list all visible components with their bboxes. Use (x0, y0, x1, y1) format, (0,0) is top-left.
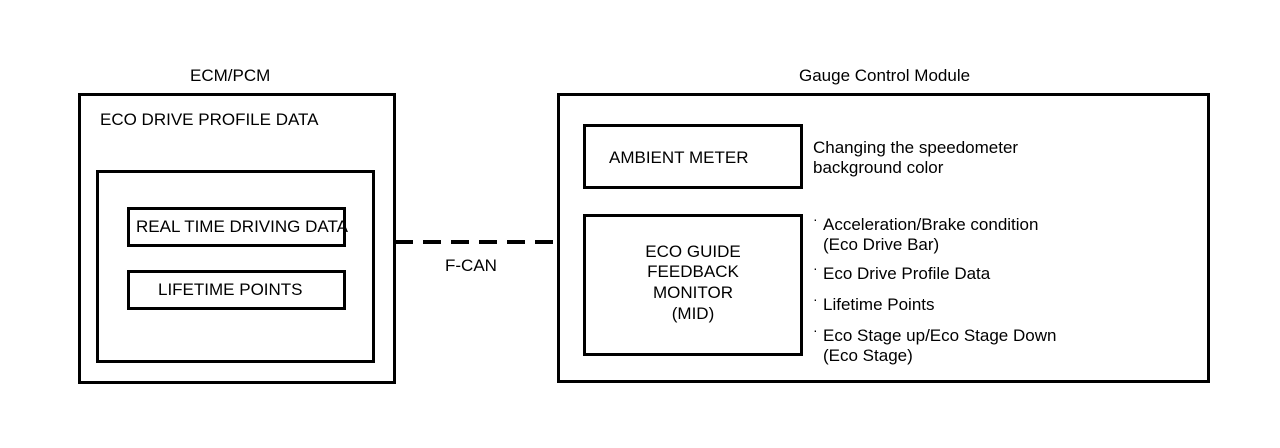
ambient-meter-label: AMBIENT METER (609, 148, 749, 167)
bullet-mark: · (813, 291, 818, 307)
feature-item-eco-stage: · Eco Stage up/Eco Stage Down (813, 322, 1057, 346)
feature-line1: Lifetime Points (823, 295, 935, 314)
real-time-driving-data-label: REAL TIME DRIVING DATA (136, 217, 348, 236)
bullet-mark: · (813, 260, 818, 276)
gcm-title: Gauge Control Module (799, 66, 971, 85)
f-can-connector-line (395, 240, 560, 244)
ambient-desc-line2: background color (813, 158, 944, 177)
feature-line1: Acceleration/Brake condition (823, 215, 1039, 234)
feature-item-eco-stage-sub: (Eco Stage) (823, 346, 913, 366)
real-time-driving-data-box (127, 207, 346, 247)
ambient-meter-box (583, 124, 803, 189)
bullet-mark: · (813, 211, 818, 227)
feature-item-acceleration-sub: (Eco Drive Bar) (823, 235, 939, 255)
feature-item-acceleration: · Acceleration/Brake condition (813, 211, 1039, 235)
feature-line2: (Eco Drive Bar) (823, 235, 940, 254)
mid-line1: ECO GUIDE (645, 242, 741, 261)
eco-drive-profile-inner-box (96, 170, 375, 363)
mid-line2: FEEDBACK (647, 262, 739, 281)
feature-line1: Eco Drive Profile Data (823, 264, 991, 283)
feature-item-eco-drive-profile: · Eco Drive Profile Data (813, 260, 991, 284)
lifetime-points-box (127, 270, 346, 310)
feature-line2: (Eco Stage) (823, 346, 913, 365)
mid-line3: MONITOR (653, 283, 733, 302)
ambient-desc-line1: Changing the speedometer (813, 138, 1019, 157)
ecm-title: ECM/PCM (190, 66, 271, 85)
feature-line1: Eco Stage up/Eco Stage Down (823, 326, 1057, 345)
lifetime-points-label: LIFETIME POINTS (158, 280, 303, 299)
f-can-label: F-CAN (445, 256, 497, 275)
mid-line4: (MID) (671, 304, 715, 323)
mid-box (583, 214, 803, 356)
bullet-mark: · (813, 322, 818, 338)
feature-item-lifetime-points: · Lifetime Points (813, 291, 935, 315)
eco-drive-profile-data-label: ECO DRIVE PROFILE DATA (100, 110, 319, 129)
